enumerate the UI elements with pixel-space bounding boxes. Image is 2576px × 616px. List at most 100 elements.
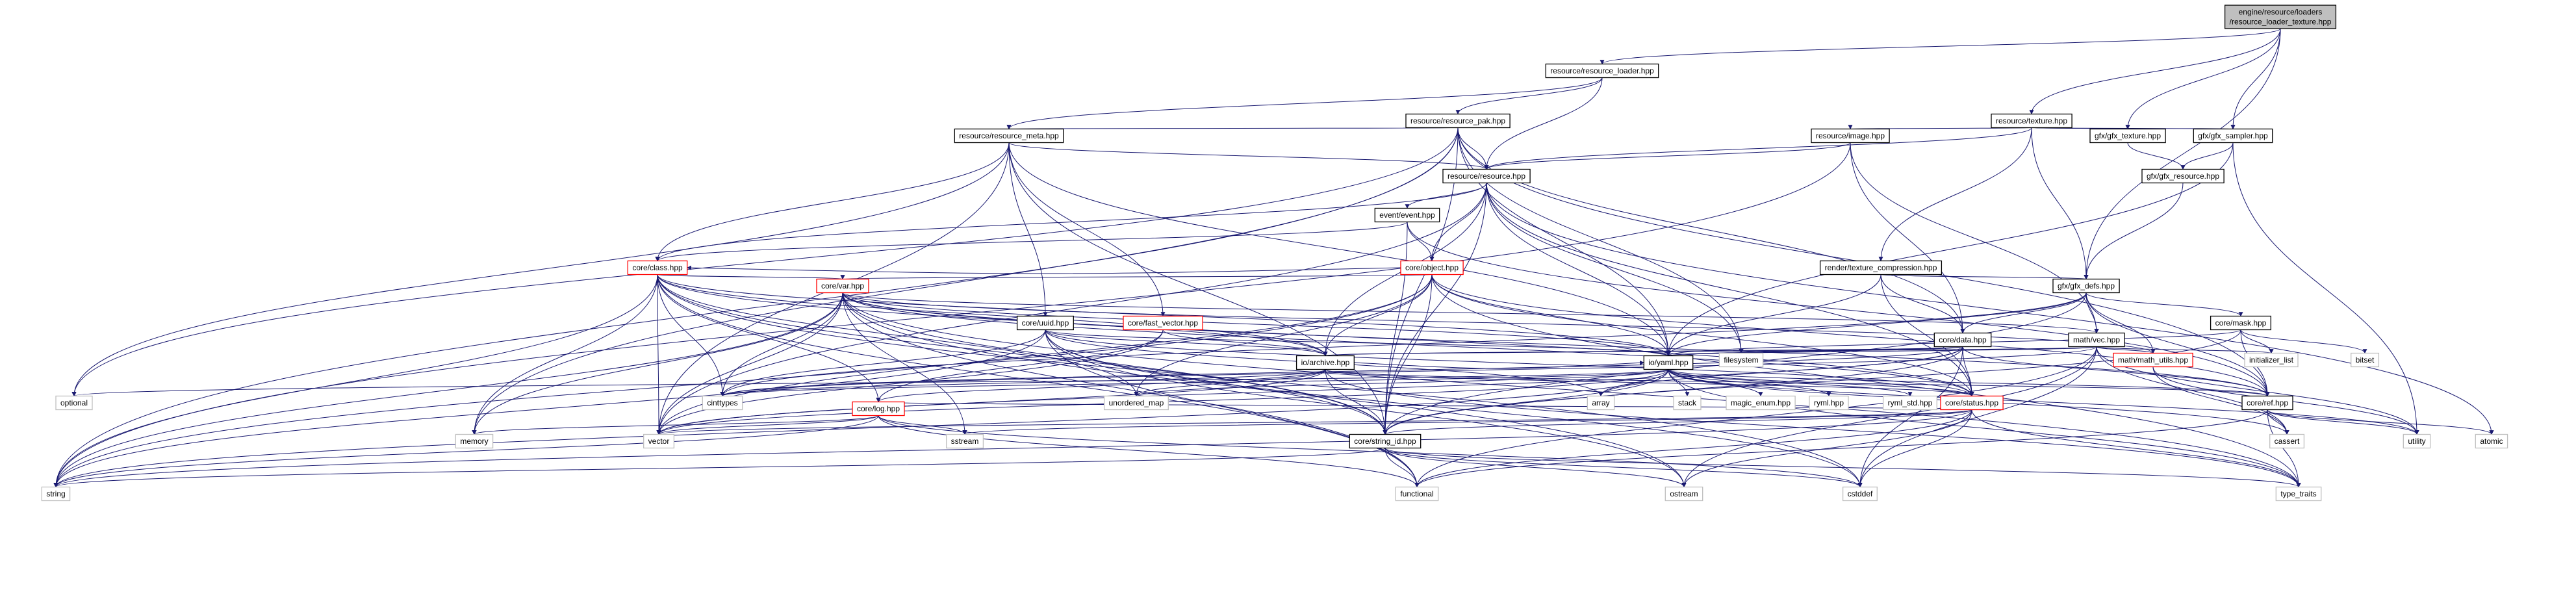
node-memory[interactable]: memory bbox=[455, 433, 494, 449]
edge-object-to-status bbox=[1431, 274, 1974, 397]
edge-log-to-cstddef bbox=[878, 415, 1863, 488]
edge-log-to-functional bbox=[878, 415, 1420, 488]
node-yaml[interactable]: io/yaml.hpp bbox=[1643, 355, 1694, 370]
node-root[interactable]: engine/resource/loaders/resource_loader_… bbox=[2224, 5, 2337, 29]
node-label: unordered_map bbox=[1109, 398, 1164, 407]
edge-event-to-object bbox=[1407, 222, 1435, 262]
node-cinttypes[interactable]: cinttypes bbox=[702, 395, 743, 411]
edge-resource-to-yaml bbox=[1486, 183, 1671, 357]
node-magic[interactable]: magic_enum.hpp bbox=[1726, 395, 1796, 411]
edge-root-to-loader bbox=[1600, 28, 2281, 65]
node-ostream[interactable]: ostream bbox=[1664, 486, 1703, 502]
node-label: render/texture_compression.hpp bbox=[1825, 263, 1937, 272]
node-sampler[interactable]: gfx/gfx_sampler.hpp bbox=[2193, 128, 2273, 144]
node-loader[interactable]: resource/resource_loader.hpp bbox=[1545, 63, 1659, 79]
edge-data-to-ref bbox=[1962, 346, 2270, 397]
edge-image-to-resource bbox=[1484, 142, 1851, 170]
node-texture[interactable]: resource/texture.hpp bbox=[1991, 113, 2072, 129]
edge-event-to-class bbox=[655, 222, 1408, 262]
edge-resource-to-filesystem bbox=[1486, 183, 1744, 354]
node-box bbox=[2475, 433, 2508, 449]
node-log[interactable]: core/log.hpp bbox=[852, 401, 905, 417]
node-optional[interactable]: optional bbox=[55, 395, 93, 411]
node-type_traits[interactable]: type_traits bbox=[2275, 486, 2322, 502]
edge-log-to-vector bbox=[656, 415, 879, 435]
node-stack[interactable]: stack bbox=[1673, 395, 1702, 411]
edge-root-to-gfxdefs bbox=[2084, 28, 2281, 280]
node-atomic[interactable]: atomic bbox=[2475, 433, 2508, 449]
node-bitset[interactable]: bitset bbox=[2351, 352, 2380, 368]
node-label: event/event.hpp bbox=[1379, 211, 1435, 220]
node-label: memory bbox=[460, 437, 488, 446]
edge-vec-to-cstddef bbox=[1857, 346, 2097, 488]
edge-mathutils-to-cassert bbox=[2152, 366, 2289, 435]
node-cstddef[interactable]: cstddef bbox=[1842, 486, 1878, 502]
edge-data-to-status bbox=[1962, 346, 1974, 397]
node-vec[interactable]: math/vec.hpp bbox=[2068, 332, 2125, 348]
node-status[interactable]: core/status.hpp bbox=[1940, 395, 2004, 411]
node-initlist[interactable]: initializer_list bbox=[2244, 352, 2299, 368]
node-data[interactable]: core/data.hpp bbox=[1933, 332, 1992, 348]
node-box bbox=[2244, 352, 2299, 368]
node-label: sstream bbox=[951, 437, 979, 446]
node-gfxdefs[interactable]: gfx/gfx_defs.hpp bbox=[2052, 278, 2120, 294]
node-texcomp[interactable]: render/texture_compression.hpp bbox=[1819, 260, 1943, 276]
node-pak[interactable]: resource/resource_pak.hpp bbox=[1405, 113, 1511, 129]
edge-object-to-archive bbox=[1323, 274, 1433, 357]
node-vector[interactable]: vector bbox=[643, 433, 675, 449]
node-label: core/var.hpp bbox=[821, 281, 864, 290]
edge-loader-to-meta bbox=[1006, 77, 1603, 130]
edges-layer bbox=[53, 28, 2494, 488]
edge-stringid-to-ostream bbox=[1384, 448, 1687, 488]
node-box bbox=[1882, 395, 1937, 411]
node-string[interactable]: string bbox=[41, 486, 71, 502]
edge-meta-to-stringid bbox=[1008, 142, 1388, 435]
node-object[interactable]: core/object.hpp bbox=[1400, 260, 1464, 276]
edge-class-to-yaml bbox=[657, 274, 1671, 357]
node-label: core/status.hpp bbox=[1945, 398, 1998, 407]
node-stringid[interactable]: core/string_id.hpp bbox=[1349, 433, 1422, 449]
node-array[interactable]: array bbox=[1587, 395, 1615, 411]
node-sstream[interactable]: sstream bbox=[946, 433, 984, 449]
edge-ref-to-atomic bbox=[2267, 409, 2494, 435]
node-gfxtex[interactable]: gfx/gfx_texture.hpp bbox=[2089, 128, 2166, 144]
node-gfxres[interactable]: gfx/gfx_resource.hpp bbox=[2141, 168, 2225, 184]
node-functional[interactable]: functional bbox=[1395, 486, 1439, 502]
node-mathutils[interactable]: math/math_utils.hpp bbox=[2113, 352, 2193, 368]
node-class[interactable]: core/class.hpp bbox=[627, 260, 688, 276]
node-resource[interactable]: resource/resource.hpp bbox=[1442, 168, 1531, 184]
node-box bbox=[1643, 355, 1694, 370]
node-uuid[interactable]: core/uuid.hpp bbox=[1016, 315, 1074, 331]
edge-class-to-vector bbox=[656, 274, 661, 435]
edge-stringid-to-functional bbox=[1384, 448, 1420, 488]
edge-status-to-vector bbox=[657, 409, 1972, 435]
node-unordered_map[interactable]: unordered_map bbox=[1103, 395, 1169, 411]
edge-resource-to-stringid bbox=[1383, 183, 1487, 435]
node-rymlstd[interactable]: ryml_std.hpp bbox=[1882, 395, 1937, 411]
node-var[interactable]: core/var.hpp bbox=[816, 278, 869, 294]
edge-ref-to-utility bbox=[2267, 409, 2419, 435]
node-archive[interactable]: io/archive.hpp bbox=[1295, 355, 1355, 370]
edge-class-to-stringid bbox=[657, 274, 1388, 435]
edge-texcomp-to-data bbox=[1880, 274, 1965, 334]
node-label: gfx/gfx_sampler.hpp bbox=[2198, 131, 2268, 140]
node-ref[interactable]: core/ref.hpp bbox=[2241, 395, 2293, 411]
node-label: resource/resource_loader.hpp bbox=[1550, 66, 1654, 75]
edge-status-to-cstddef bbox=[1857, 409, 1972, 488]
node-label: type_traits bbox=[2280, 489, 2316, 498]
node-image[interactable]: resource/image.hpp bbox=[1811, 128, 1890, 144]
node-ryml[interactable]: ryml.hpp bbox=[1809, 395, 1849, 411]
edge-uuid-to-archive bbox=[1045, 329, 1328, 357]
edge-object-to-string bbox=[53, 274, 1433, 488]
node-event[interactable]: event/event.hpp bbox=[1374, 207, 1440, 223]
node-filesystem[interactable]: filesystem bbox=[1718, 352, 1764, 368]
node-box bbox=[1842, 486, 1878, 502]
node-cassert[interactable]: cassert bbox=[2269, 433, 2305, 449]
node-mask[interactable]: core/mask.hpp bbox=[2210, 315, 2271, 331]
edge-root-to-texture bbox=[2029, 28, 2281, 115]
node-fastvec[interactable]: core/fast_vector.hpp bbox=[1123, 315, 1203, 331]
edge-texcomp-to-yaml bbox=[1666, 274, 1881, 357]
node-utility[interactable]: utility bbox=[2403, 433, 2431, 449]
edge-resource-to-class bbox=[655, 183, 1487, 262]
node-meta[interactable]: resource/resource_meta.hpp bbox=[954, 128, 1064, 144]
